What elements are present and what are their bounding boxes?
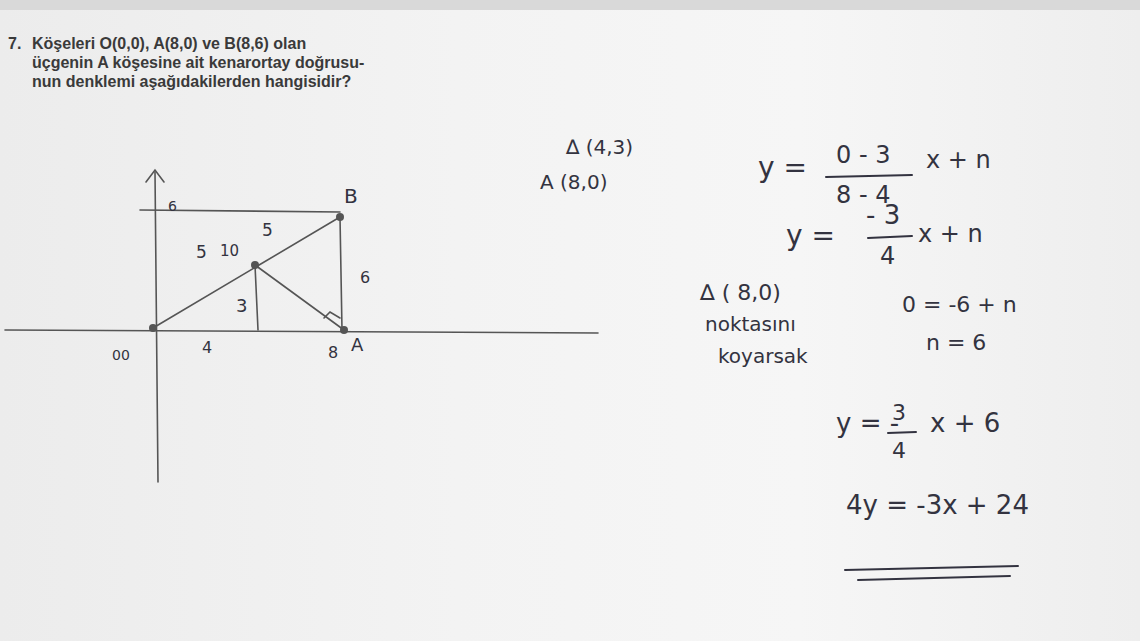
note-text: koyarsak <box>718 346 808 366</box>
segment-length: 6 <box>360 270 370 286</box>
equation-part: 4 <box>880 244 895 268</box>
axis-value: 6 <box>168 199 177 213</box>
segment-length: 4 <box>202 340 212 356</box>
equation-part: 0 - 3 <box>836 143 890 167</box>
point-note: ∆ (4,3) <box>566 137 633 157</box>
equation-part: n = 6 <box>926 332 986 354</box>
origin-label: 00 <box>112 348 130 362</box>
equation-part: 0 = -6 + n <box>902 294 1017 316</box>
axis-value: 8 <box>328 345 338 361</box>
equation-part: - 3 <box>866 202 900 228</box>
point-note: A (8,0) <box>540 172 607 192</box>
question-number: 7. <box>8 36 21 52</box>
question-text: nun denklemi aşağıdakilerden hangisidir? <box>32 74 351 90</box>
fraction-bars <box>826 175 1018 580</box>
note-text: noktasını <box>705 314 796 334</box>
vertex-dot <box>336 213 344 221</box>
vertex-dot <box>340 326 348 334</box>
equation-part: 3 <box>892 402 906 424</box>
vertex-dot <box>149 324 157 332</box>
page-edge <box>0 0 1140 10</box>
segment-length: 10 <box>220 244 239 259</box>
question-text: Köşeleri O(0,0), A(8,0) ve B(8,6) olan <box>32 36 306 52</box>
note-text: ∆ ( 8,0) <box>700 282 781 304</box>
coordinate-figure <box>5 170 598 482</box>
vertex-label: A <box>351 336 363 354</box>
vertex-label: B <box>344 186 358 206</box>
equation-part: y = <box>786 222 835 250</box>
question-text: üçgenin A köşesine ait kenarortay doğrus… <box>32 55 364 71</box>
equation-part: x + n <box>918 222 983 246</box>
equation-part: 4 <box>892 440 906 462</box>
segment-length: 5 <box>196 244 207 261</box>
answer-equation: 4y = -3x + 24 <box>846 492 1029 518</box>
equation-part: x + 6 <box>930 410 1000 436</box>
midpoint-dot <box>251 261 259 269</box>
equation-part: y = <box>758 154 807 182</box>
equation-part: y = - <box>836 410 899 436</box>
segment-length: 3 <box>236 297 247 315</box>
segment-length: 5 <box>262 222 273 239</box>
equation-part: x + n <box>926 148 991 172</box>
